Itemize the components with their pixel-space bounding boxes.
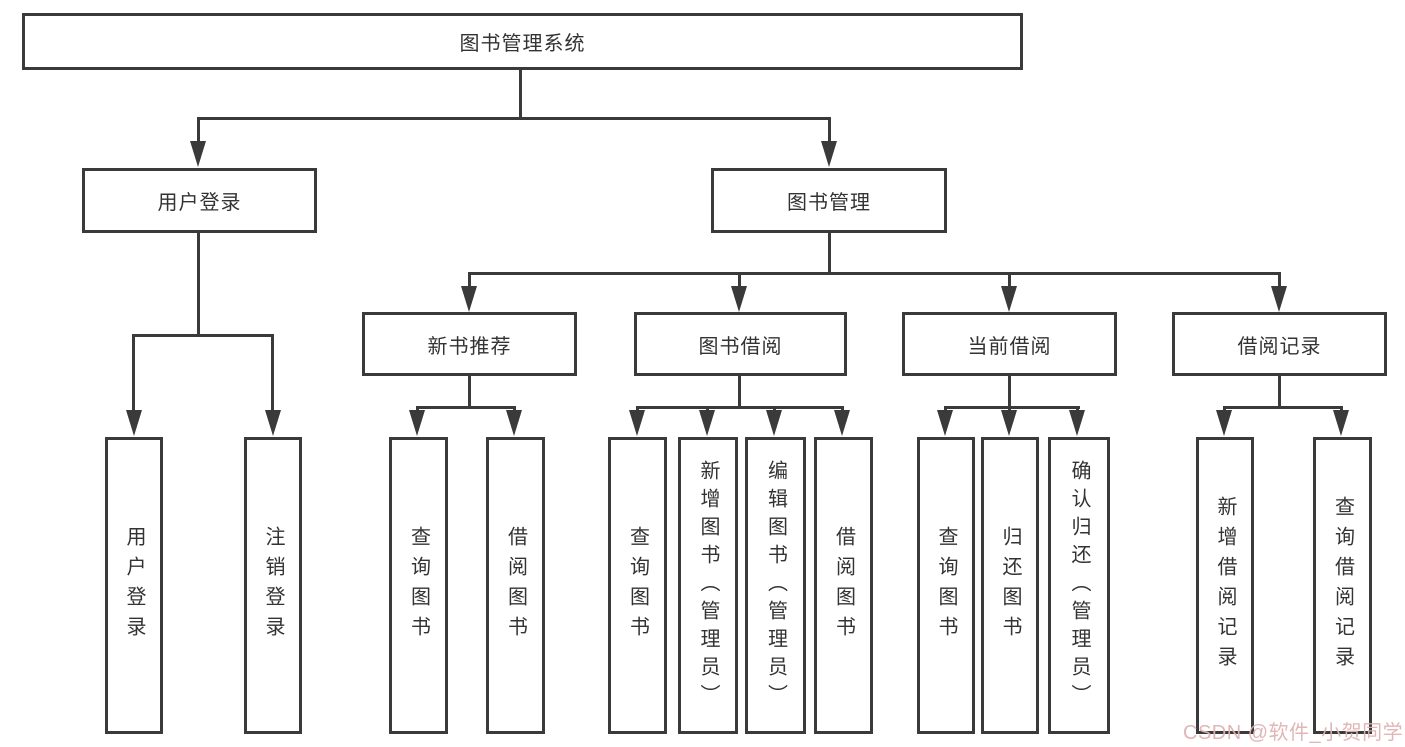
arrow-down-icon bbox=[1069, 410, 1085, 436]
leaf-query-books-recommend: 查询图书 bbox=[389, 437, 448, 734]
leaf-label: 查询图书 bbox=[407, 525, 430, 646]
arrow-down-icon bbox=[699, 410, 715, 436]
connector-book-mgmt-stem bbox=[828, 233, 831, 275]
leaf-borrow-books: 借阅图书 bbox=[814, 437, 873, 734]
arrow-down-icon bbox=[821, 141, 837, 167]
leaf-logout: 注销登录 bbox=[244, 437, 302, 734]
connector-root-stem bbox=[519, 70, 522, 119]
connector-drop-leaf-login bbox=[132, 334, 135, 412]
leaf-label: 新增借阅记录 bbox=[1214, 495, 1236, 676]
leaf-borrow-books-recommend: 借阅图书 bbox=[486, 437, 545, 734]
connector-drop-records bbox=[1278, 272, 1281, 290]
connector-drop-book-mgmt bbox=[828, 117, 831, 150]
connector-user-login-rail bbox=[132, 334, 274, 337]
node-label: 用户登录 bbox=[157, 192, 242, 214]
connector-drop-leaf-logout bbox=[271, 334, 274, 412]
leaf-label: 查询图书 bbox=[935, 525, 957, 646]
leaf-add-borrow-record: 新增借阅记录 bbox=[1196, 437, 1254, 734]
node-label: 图书管理系统 bbox=[459, 33, 586, 55]
connector-recommend-rail bbox=[416, 406, 516, 409]
connector-drop-borrowing bbox=[738, 272, 741, 290]
arrow-down-icon bbox=[409, 410, 425, 436]
connector-level2-rail bbox=[468, 272, 1281, 275]
node-library-management-system: 图书管理系统 bbox=[22, 13, 1023, 70]
arrow-down-icon bbox=[265, 410, 281, 436]
node-borrowing-records: 借阅记录 bbox=[1172, 312, 1387, 376]
leaf-label: 确认归还（管理员） bbox=[1068, 459, 1090, 712]
leaf-label: 查询图书 bbox=[626, 525, 649, 646]
arrow-down-icon bbox=[506, 410, 522, 436]
arrow-down-icon bbox=[126, 410, 142, 436]
csdn-watermark: CSDN @软件_小贺同学 bbox=[1183, 722, 1404, 744]
connector-borrowing-rail bbox=[636, 406, 844, 409]
leaf-label: 编辑图书（管理员） bbox=[764, 459, 787, 712]
node-book-borrowing: 图书借阅 bbox=[634, 312, 847, 376]
connector-borrowing-stem bbox=[738, 376, 741, 409]
arrow-down-icon bbox=[766, 410, 782, 436]
arrow-down-icon bbox=[1333, 410, 1349, 436]
leaf-label: 查询借阅记录 bbox=[1331, 495, 1354, 676]
node-label: 借阅记录 bbox=[1237, 335, 1322, 358]
arrow-down-icon bbox=[731, 286, 747, 312]
leaf-label: 借阅图书 bbox=[504, 525, 527, 646]
arrow-down-icon bbox=[190, 141, 206, 167]
leaf-label: 归还图书 bbox=[999, 525, 1021, 646]
leaf-return-books: 归还图书 bbox=[981, 437, 1039, 734]
leaf-label: 注销登录 bbox=[262, 525, 284, 646]
node-current-borrowing: 当前借阅 bbox=[902, 312, 1117, 376]
connector-current-rail bbox=[944, 406, 1080, 409]
connector-current-stem bbox=[1008, 376, 1011, 409]
connector-drop-user-login bbox=[197, 117, 200, 150]
connector-drop-current bbox=[1008, 272, 1011, 290]
connector-records-stem bbox=[1278, 376, 1281, 409]
arrow-down-icon bbox=[937, 410, 953, 436]
node-user-login-group: 用户登录 bbox=[82, 168, 317, 233]
connector-recommend-stem bbox=[468, 376, 471, 409]
connector-level1-rail bbox=[197, 117, 831, 120]
leaf-query-borrow-record: 查询借阅记录 bbox=[1313, 437, 1372, 734]
connector-user-login-stem bbox=[197, 233, 200, 337]
arrow-down-icon bbox=[1001, 286, 1017, 312]
node-label: 图书管理 bbox=[787, 192, 871, 214]
node-new-book-recommend: 新书推荐 bbox=[362, 312, 577, 376]
leaf-confirm-return-admin: 确认归还（管理员） bbox=[1048, 437, 1110, 734]
leaf-label: 借阅图书 bbox=[832, 525, 855, 646]
connector-drop-recommend bbox=[468, 272, 471, 290]
leaf-add-books-admin: 新增图书（管理员） bbox=[678, 437, 738, 734]
arrow-down-icon bbox=[1271, 286, 1287, 312]
node-book-management: 图书管理 bbox=[711, 168, 947, 233]
leaf-user-login: 用户登录 bbox=[105, 437, 163, 734]
connector-records-rail bbox=[1223, 406, 1343, 409]
leaf-query-books-borrowing: 查询图书 bbox=[608, 437, 667, 734]
node-label: 图书借阅 bbox=[698, 335, 783, 358]
leaf-label: 用户登录 bbox=[123, 525, 145, 646]
node-label: 新书推荐 bbox=[427, 335, 512, 358]
arrow-down-icon bbox=[1216, 410, 1232, 436]
arrow-down-icon bbox=[834, 410, 850, 436]
arrow-down-icon bbox=[1001, 410, 1017, 436]
leaf-edit-books-admin: 编辑图书（管理员） bbox=[745, 437, 806, 734]
node-label: 当前借阅 bbox=[967, 335, 1052, 358]
arrow-down-icon bbox=[461, 286, 477, 312]
leaf-query-books-current: 查询图书 bbox=[917, 437, 975, 734]
arrow-down-icon bbox=[629, 410, 645, 436]
leaf-label: 新增图书（管理员） bbox=[697, 459, 719, 712]
